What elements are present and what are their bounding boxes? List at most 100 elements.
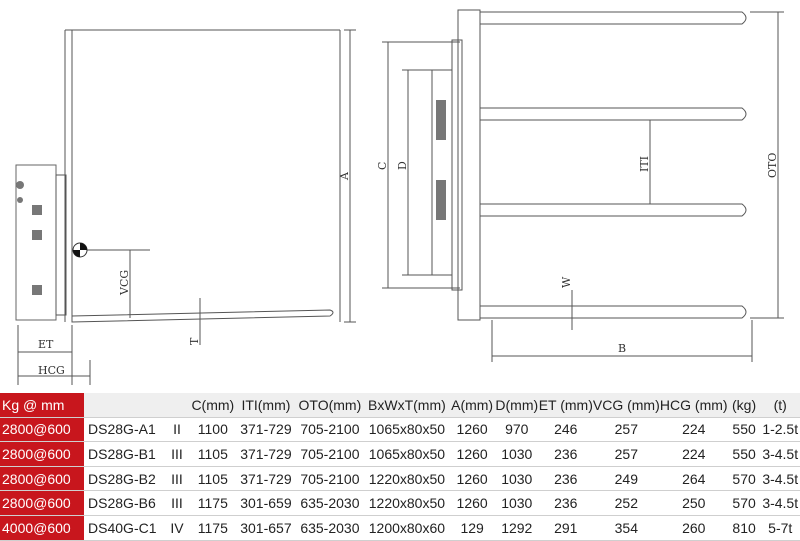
header-cell-9: ET (mm)	[538, 396, 593, 413]
cell-4: 301-659	[240, 495, 292, 512]
label-c: C	[376, 162, 389, 170]
cell-8: 1030	[501, 495, 533, 512]
cell-1: DS28G-B1	[88, 445, 156, 462]
cell-10: 257	[614, 445, 638, 462]
cell-13: 3-4.5t	[762, 495, 799, 512]
cell-10: 249	[614, 470, 638, 487]
cell-2: III	[171, 495, 183, 512]
cell-3: 1175	[197, 495, 228, 512]
label-oto: OTO	[766, 153, 779, 178]
header-cell-2	[165, 393, 189, 417]
cell-12: 810	[732, 519, 756, 536]
cell-4: 371-729	[240, 445, 292, 462]
technical-drawing: A VCG T ET HCG C D ITI OTO W B	[15, 9, 784, 385]
cell-12: 570	[732, 470, 756, 487]
cell-6: 1065x80x50	[368, 445, 446, 462]
cell-9: 246	[554, 421, 578, 438]
cell-7: 1260	[456, 470, 488, 487]
cell-8: 1292	[501, 519, 533, 536]
cell-3: 1100	[197, 421, 228, 438]
cell-6: 1220x80x50	[368, 495, 446, 512]
cell-13: 3-4.5t	[762, 470, 799, 487]
cell-10: 252	[614, 495, 638, 512]
cell-0: 4000@600	[0, 515, 85, 541]
cell-9: 236	[554, 470, 578, 487]
cell-11: 264	[682, 470, 706, 487]
cell-8: 1030	[501, 470, 533, 487]
header-cell-8: D(mm)	[495, 396, 539, 413]
header-cell-13: (t)	[773, 396, 787, 413]
cell-4: 301-657	[240, 519, 292, 536]
header-cell-4: ITI(mm)	[241, 396, 291, 413]
cell-13: 1-2.5t	[762, 421, 799, 438]
cell-7: 129	[460, 519, 484, 536]
cell-4: 371-729	[240, 470, 292, 487]
cell-9: 236	[554, 495, 578, 512]
header-cell-3: C(mm)	[191, 396, 235, 413]
cell-12: 570	[732, 495, 756, 512]
label-b: B	[618, 342, 626, 355]
header-cell-11: HCG (mm)	[659, 396, 728, 413]
cell-9: 236	[554, 445, 578, 462]
header-cell-1	[84, 393, 165, 417]
cell-10: 354	[614, 519, 638, 536]
cell-5: 705-2100	[300, 470, 360, 487]
cell-6: 1065x80x50	[368, 421, 446, 438]
label-vcg: VCG	[118, 270, 131, 296]
cell-12: 550	[732, 445, 756, 462]
header-cell-0: Kg @ mm	[0, 393, 85, 418]
cell-0: 2800@600	[0, 490, 85, 516]
cell-11: 250	[682, 495, 706, 512]
label-iti: ITI	[638, 156, 651, 172]
label-d: D	[396, 161, 409, 170]
cell-13: 3-4.5t	[762, 445, 799, 462]
label-a: A	[338, 171, 351, 181]
cell-3: 1175	[197, 519, 228, 536]
cell-0: 2800@600	[0, 417, 85, 442]
spec-table: Kg @ mm C(mm) ITI(mm) OTO(mm) BxWxT(mm) A(mm)…	[0, 393, 800, 541]
cell-6: 1200x80x60	[368, 519, 446, 536]
table-header-row: Kg @ mm C(mm) ITI(mm) OTO(mm) BxWxT(mm) A(mm)…	[0, 393, 800, 418]
cell-12: 550	[732, 421, 756, 438]
cell-4: 371-729	[240, 421, 292, 438]
header-cell-6: BxWxT(mm)	[368, 396, 446, 413]
cell-2: III	[171, 470, 183, 487]
cell-6: 1220x80x50	[368, 470, 446, 487]
cell-11: 260	[682, 519, 706, 536]
label-w: W	[560, 276, 573, 288]
header-cell-5: OTO(mm)	[298, 396, 362, 413]
cell-1: DS40G-C1	[88, 519, 157, 536]
cell-8: 1030	[501, 445, 533, 462]
cell-7: 1260	[456, 421, 488, 438]
cell-11: 224	[682, 421, 706, 438]
label-et: ET	[38, 338, 54, 351]
cell-11: 224	[682, 445, 706, 462]
label-hcg: HCG	[38, 364, 65, 377]
cell-3: 1105	[197, 445, 228, 462]
cell-2: III	[171, 445, 183, 462]
cell-2: II	[173, 421, 181, 438]
cell-5: 705-2100	[300, 421, 360, 438]
header-cell-7: A(mm)	[451, 396, 494, 413]
cell-7: 1260	[456, 445, 488, 462]
cell-1: DS28G-B6	[88, 495, 156, 512]
cell-9: 291	[554, 519, 578, 536]
cell-5: 635-2030	[300, 495, 360, 512]
header-cell-12: (kg)	[732, 396, 757, 413]
cell-2: IV	[170, 519, 184, 536]
cell-5: 705-2100	[300, 445, 360, 462]
cell-0: 2800@600	[0, 441, 85, 467]
label-t: T	[188, 337, 201, 345]
cell-10: 257	[614, 421, 638, 438]
cell-7: 1260	[456, 495, 488, 512]
cell-1: DS28G-B2	[88, 470, 156, 487]
cell-8: 970	[505, 421, 529, 438]
header-cell-10: VCG (mm)	[592, 396, 660, 413]
cell-3: 1105	[197, 470, 228, 487]
cell-1: DS28G-A1	[88, 421, 156, 438]
cell-0: 2800@600	[0, 466, 85, 491]
